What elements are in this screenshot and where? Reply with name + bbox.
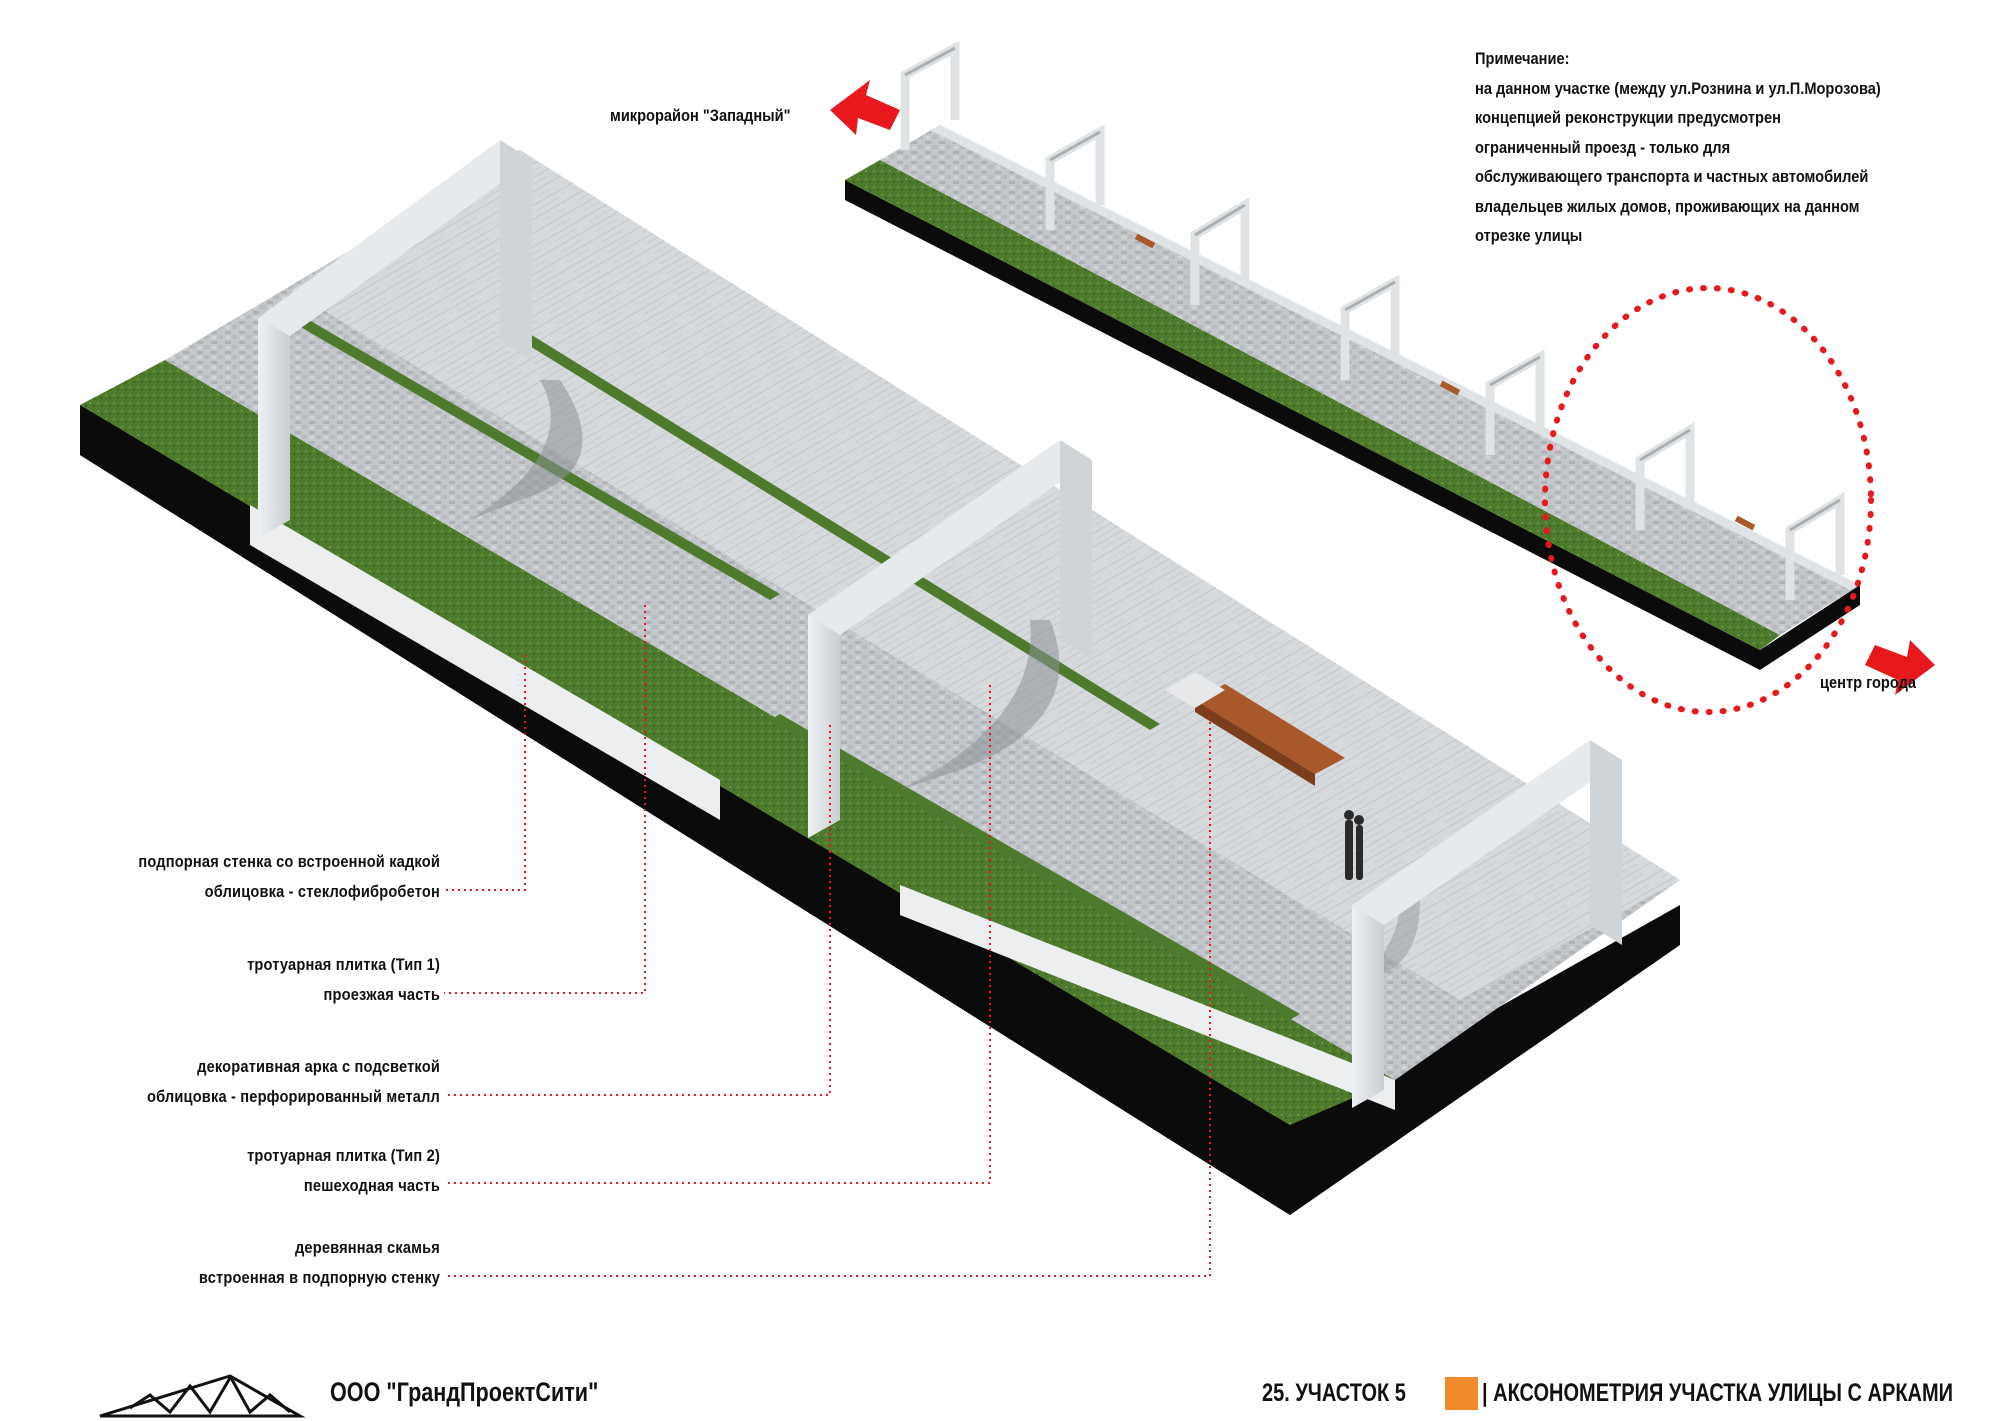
bench-box xyxy=(1165,672,1225,708)
human-figures xyxy=(1344,810,1364,880)
leader-line-5 xyxy=(444,710,1211,1277)
arch-shadow-1 xyxy=(470,380,583,520)
triangle-truss-logo-icon xyxy=(99,1374,306,1418)
note-line-2: концепцией реконструкции предусмотрен xyxy=(1475,108,1781,127)
sheet-title: | АКСОНОМЕТРИЯ УЧАСТКА УЛИЦЫ С АРКАМИ xyxy=(1482,1379,1954,1407)
arch-2 xyxy=(808,440,1092,838)
pedestrian-zone xyxy=(290,150,1680,1000)
company-name: ООО "ГрандПроектСити" xyxy=(330,1377,599,1407)
grass-line-1 xyxy=(280,309,780,600)
grass-line-3 xyxy=(770,714,1300,1020)
retaining-wall xyxy=(250,505,720,820)
callout-2-line1: тротуарная плитка (Тип 1) xyxy=(247,955,440,974)
wooden-bench xyxy=(1195,684,1345,774)
retaining-wall-2 xyxy=(900,885,1395,1110)
callout-3-line2: облицовка - перфорированный металл xyxy=(146,1087,440,1106)
sheet-number: 25. УЧАСТОК 5 xyxy=(1262,1379,1406,1407)
note-line-1: на данном участке (между ул.Рознина и ул… xyxy=(1475,78,1881,98)
small-street-overview xyxy=(845,40,1860,670)
note-line-3: ограниченный проезд - только для xyxy=(1475,137,1731,157)
red-arrow-right-icon xyxy=(1865,640,1935,695)
leader-line-2 xyxy=(444,605,646,994)
callout-4-line2: пешеходная часть xyxy=(303,1176,440,1195)
footer-orange-square xyxy=(1445,1377,1478,1410)
leader-line-1 xyxy=(444,655,526,891)
leader-line-4 xyxy=(444,685,991,1184)
callout-decorative-arch: декоративная арка с подсветкой облицовка… xyxy=(79,1052,440,1112)
callout-5-line2: встроенная в подпорную стенку xyxy=(198,1268,440,1287)
note-line-6: отрезке улицы xyxy=(1475,226,1583,245)
callout-wooden-bench: деревянная скамья встроенная в подпорную… xyxy=(79,1233,440,1293)
east-direction-label: центр города xyxy=(1820,673,1917,692)
callout-paving-type1: тротуарная плитка (Тип 1) проезжая часть xyxy=(79,950,440,1010)
callout-1-line2: облицовка - стеклофибробетон xyxy=(204,882,440,901)
callout-retaining-wall: подпорная стенка со встроенной кадкой об… xyxy=(79,847,440,907)
arch-1 xyxy=(258,140,532,538)
callout-4-line1: тротуарная плитка (Тип 2) xyxy=(247,1146,440,1165)
callout-3-line1: декоративная арка с подсветкой xyxy=(197,1057,440,1076)
callout-1-line1: подпорная стенка со встроенной кадкой xyxy=(138,852,440,871)
callout-2-line2: проезжая часть xyxy=(323,985,440,1004)
note-line-4: обслуживающего транспорта и частных авто… xyxy=(1475,167,1869,186)
arch-shadow-3 xyxy=(1350,900,1420,985)
arch-shadow-2 xyxy=(900,620,1060,790)
grass-strip-front xyxy=(80,360,1395,1125)
arch-3 xyxy=(1352,740,1622,1108)
note-line-5: владельцев жилых домов, проживающих на д… xyxy=(1475,196,1860,216)
note-block: Примечание: на данном участке (между ул.… xyxy=(1475,44,1881,251)
note-title: Примечание: xyxy=(1475,49,1570,68)
red-arrow-left-icon xyxy=(830,80,900,135)
red-dotted-circle-icon xyxy=(1542,285,1874,715)
grass-line-2 xyxy=(520,334,1160,730)
west-direction-label: микрорайон "Западный" xyxy=(610,106,791,125)
callout-paving-type2: тротуарная плитка (Тип 2) пешеходная час… xyxy=(79,1141,440,1201)
callout-5-line1: деревянная скамья xyxy=(294,1238,440,1257)
